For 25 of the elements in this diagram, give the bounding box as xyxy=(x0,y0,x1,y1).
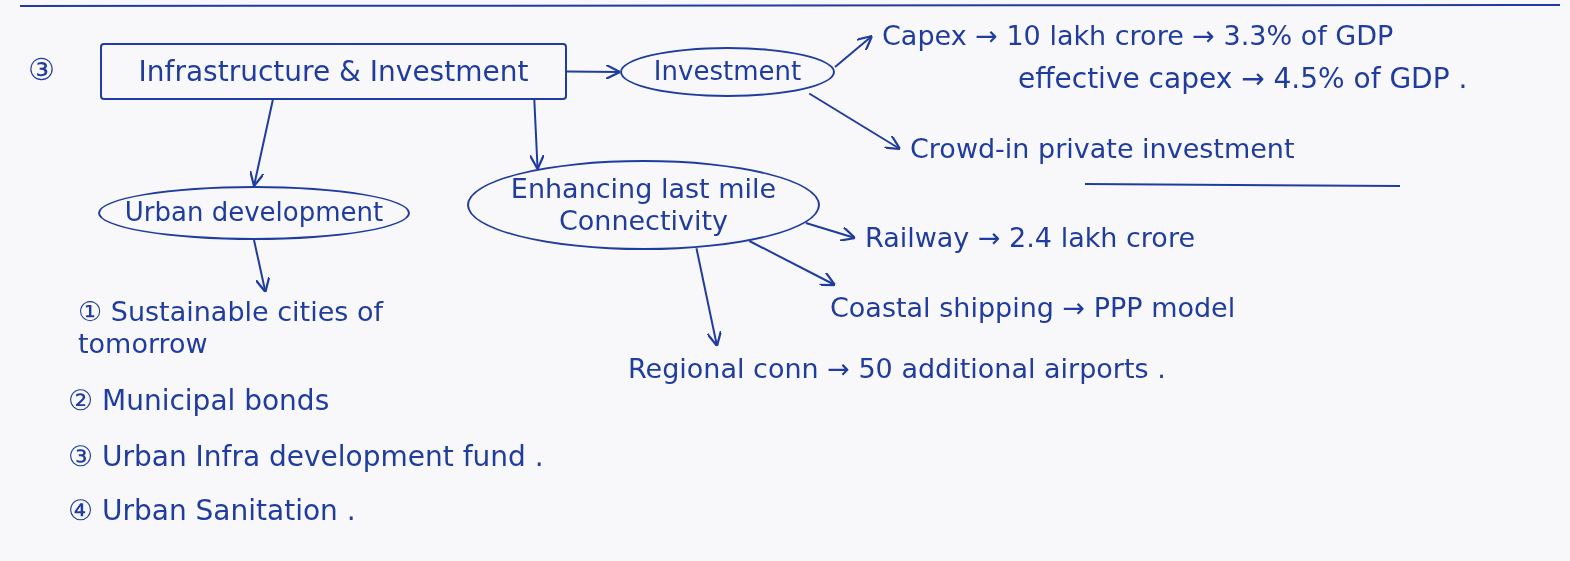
node-text: Coastal shipping → PPP model xyxy=(830,291,1236,325)
arrow xyxy=(695,247,723,348)
note-text: ② Municipal bonds xyxy=(68,384,330,417)
note-text: ③ Urban Infra development fund . xyxy=(68,440,544,473)
arrow xyxy=(834,34,874,68)
arrow xyxy=(566,63,622,80)
arrow xyxy=(804,222,857,242)
node-text: Enhancing last mile Connectivity xyxy=(509,172,778,238)
node-text: Regional conn → 50 additional airports . xyxy=(628,352,1166,386)
arrow xyxy=(748,240,837,287)
section-number: ③ xyxy=(28,52,55,87)
node-text: ① Sustainable cities of tomorrow xyxy=(78,295,385,361)
node-text: Capex → 10 lakh crore → 3.3% of GDP xyxy=(882,19,1394,53)
note-text: ④ Urban Sanitation . xyxy=(68,494,356,527)
arrow xyxy=(528,99,546,171)
arrow xyxy=(249,99,274,188)
arrow xyxy=(253,239,271,294)
node-text: Urban development xyxy=(124,197,384,229)
node-text: Infrastructure & Investment xyxy=(138,54,529,89)
note-text: effective capex → 4.5% of GDP . xyxy=(1018,62,1468,95)
node-text: Investment xyxy=(653,56,802,88)
topic-box xyxy=(100,43,567,100)
arrow xyxy=(808,92,902,151)
node-text: Crowd-in private investment xyxy=(910,132,1295,166)
node-text: Railway → 2.4 lakh crore xyxy=(865,221,1195,255)
